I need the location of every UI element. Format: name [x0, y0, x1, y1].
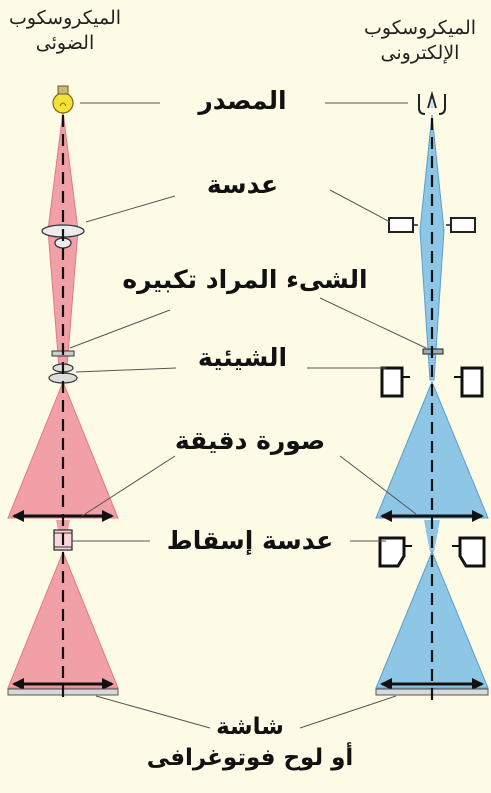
leader-lines — [69, 102, 427, 729]
light-title-line1: الميكروسكوب — [8, 7, 122, 29]
electron-screen-arrow — [380, 678, 484, 690]
label-screen: شاشة أو لوح فوتوغرافى — [110, 712, 390, 774]
label-objective: الشيئية — [197, 343, 288, 372]
light-microscope-title: الميكروسكوب الضوئى — [0, 6, 130, 56]
label-intermediate-image: صورة دقيقة — [174, 426, 326, 455]
light-screen-arrow — [12, 678, 114, 690]
electron-title-line1: الميكروسكوب — [363, 17, 477, 39]
light-title-line2: الضوئى — [35, 32, 95, 54]
electron-projection-lens — [378, 536, 486, 568]
label-screen-line2: أو لوح فوتوغرافى — [146, 745, 354, 771]
light-microscope-column — [7, 85, 119, 700]
electron-objective-lens — [380, 366, 484, 398]
electron-microscope-column — [375, 90, 489, 700]
electron-beam-upper — [419, 114, 445, 381]
electron-title-line2: الإلكترونى — [380, 42, 460, 64]
light-bulb-icon — [52, 85, 74, 114]
label-lens: عدسة — [206, 170, 279, 199]
electron-condenser-lens — [388, 217, 476, 233]
electron-gun-icon — [418, 90, 446, 115]
label-screen-line1: شاشة — [216, 714, 284, 740]
electron-image-arrow — [380, 510, 484, 522]
label-projection-lens: عدسة إسقاط — [166, 526, 334, 555]
label-specimen: الشىء المراد تكبيره — [122, 265, 368, 294]
electron-microscope-title: الميكروسكوب الإلكترونى — [352, 16, 488, 66]
label-source: المصدر — [198, 86, 287, 115]
